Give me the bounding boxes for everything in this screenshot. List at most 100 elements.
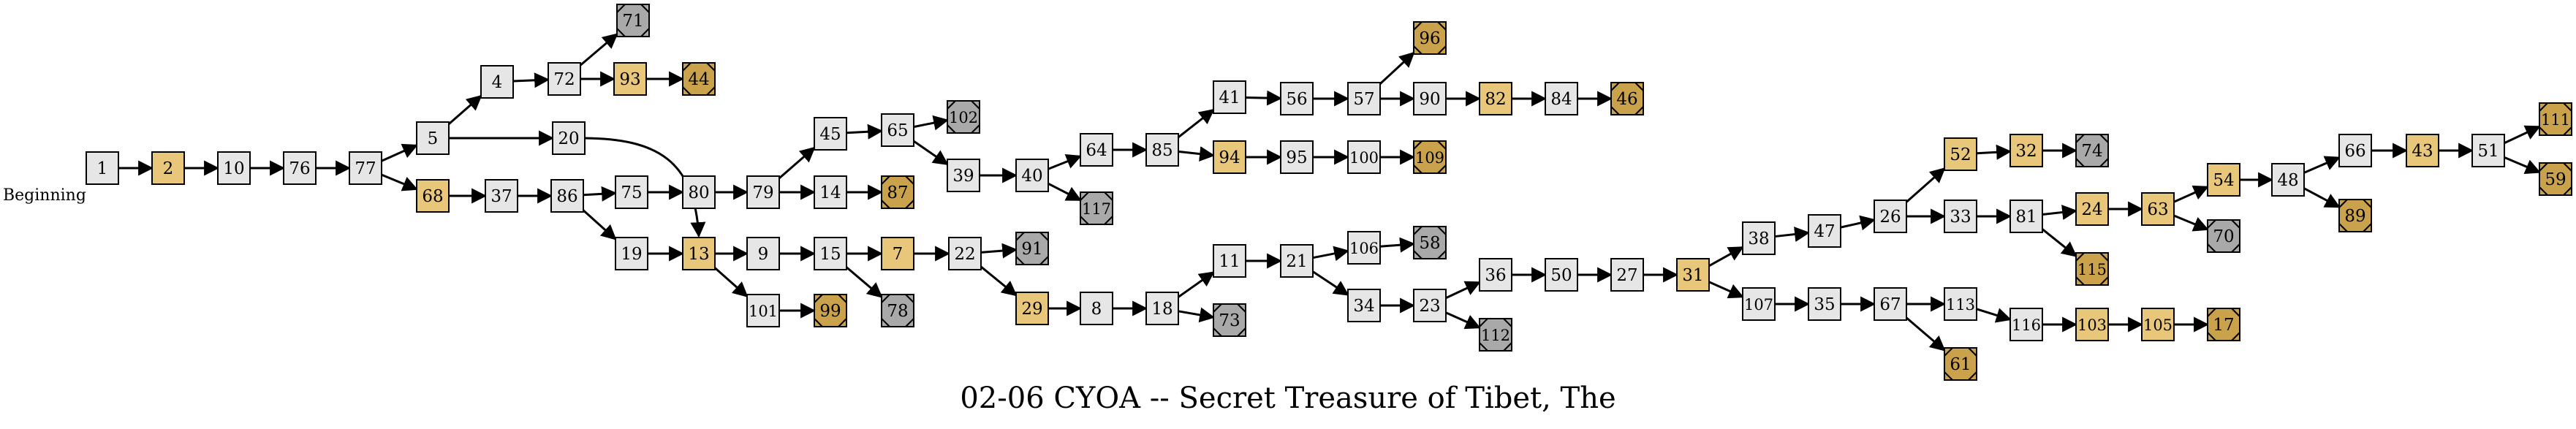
- node-116[interactable]: 116: [2009, 308, 2043, 341]
- node-117[interactable]: 117: [1080, 191, 1113, 225]
- node-75[interactable]: 75: [615, 175, 648, 209]
- node-47[interactable]: 47: [1808, 214, 1841, 248]
- node-80[interactable]: 80: [682, 175, 716, 209]
- node-100[interactable]: 100: [1347, 140, 1381, 174]
- node-107[interactable]: 107: [1742, 287, 1776, 321]
- node-70[interactable]: 70: [2207, 219, 2240, 253]
- node-74[interactable]: 74: [2075, 134, 2109, 167]
- node-32[interactable]: 32: [2009, 134, 2043, 167]
- node-66[interactable]: 66: [2338, 134, 2372, 167]
- node-2[interactable]: 2: [151, 151, 185, 185]
- node-73[interactable]: 73: [1213, 303, 1246, 337]
- node-109-corner-mark: [1413, 164, 1423, 174]
- node-65[interactable]: 65: [881, 113, 914, 147]
- node-9[interactable]: 9: [746, 237, 780, 270]
- node-105[interactable]: 105: [2141, 308, 2175, 341]
- node-39[interactable]: 39: [947, 159, 980, 192]
- node-85[interactable]: 85: [1145, 133, 1179, 167]
- node-41[interactable]: 41: [1213, 80, 1246, 114]
- node-63[interactable]: 63: [2141, 192, 2175, 226]
- node-43[interactable]: 43: [2406, 134, 2439, 167]
- node-27[interactable]: 27: [1610, 258, 1644, 292]
- node-18[interactable]: 18: [1145, 292, 1179, 325]
- node-40[interactable]: 40: [1015, 159, 1049, 192]
- node-59[interactable]: 59: [2539, 162, 2572, 196]
- node-99[interactable]: 99: [814, 294, 847, 327]
- node-24[interactable]: 24: [2075, 192, 2109, 226]
- node-31[interactable]: 31: [1676, 258, 1710, 292]
- node-23[interactable]: 23: [1413, 289, 1447, 322]
- node-94[interactable]: 94: [1213, 140, 1246, 174]
- node-96[interactable]: 96: [1413, 21, 1447, 55]
- node-11[interactable]: 11: [1213, 244, 1246, 278]
- node-50[interactable]: 50: [1545, 258, 1578, 292]
- node-29[interactable]: 29: [1015, 292, 1049, 325]
- node-14[interactable]: 14: [814, 175, 847, 209]
- node-71[interactable]: 71: [616, 4, 650, 37]
- node-57[interactable]: 57: [1347, 82, 1381, 115]
- node-68[interactable]: 68: [416, 179, 450, 213]
- node-103[interactable]: 103: [2075, 308, 2109, 341]
- node-106[interactable]: 106: [1347, 231, 1381, 265]
- node-1[interactable]: 1: [86, 151, 119, 185]
- node-89[interactable]: 89: [2338, 199, 2372, 232]
- node-19[interactable]: 19: [615, 237, 648, 270]
- node-91[interactable]: 91: [1015, 232, 1049, 265]
- node-77[interactable]: 77: [349, 151, 382, 185]
- node-58[interactable]: 58: [1413, 226, 1447, 259]
- node-87[interactable]: 87: [881, 175, 914, 209]
- node-115[interactable]: 115: [2075, 252, 2109, 286]
- node-79[interactable]: 79: [746, 175, 780, 209]
- node-64[interactable]: 64: [1080, 133, 1113, 167]
- node-72[interactable]: 72: [548, 62, 581, 96]
- node-15[interactable]: 15: [814, 237, 847, 270]
- node-52[interactable]: 52: [1944, 137, 1977, 171]
- node-38[interactable]: 38: [1742, 221, 1776, 255]
- node-95[interactable]: 95: [1280, 140, 1314, 174]
- node-51[interactable]: 51: [2471, 134, 2505, 167]
- node-26[interactable]: 26: [1874, 200, 1907, 233]
- node-111-box: [2539, 102, 2572, 136]
- node-48[interactable]: 48: [2271, 163, 2305, 197]
- node-35[interactable]: 35: [1808, 287, 1841, 321]
- node-21[interactable]: 21: [1280, 244, 1314, 278]
- node-61[interactable]: 61: [1944, 347, 1977, 381]
- node-17[interactable]: 17: [2207, 308, 2240, 341]
- node-10[interactable]: 10: [217, 151, 251, 185]
- node-7[interactable]: 7: [881, 237, 914, 270]
- node-101-label: 101: [749, 303, 778, 320]
- node-93[interactable]: 93: [613, 62, 647, 96]
- node-8[interactable]: 8: [1080, 292, 1113, 325]
- node-20[interactable]: 20: [552, 121, 586, 155]
- edge-81-to-115: [2042, 228, 2077, 257]
- node-86[interactable]: 86: [550, 179, 584, 213]
- node-109[interactable]: 109: [1413, 140, 1447, 174]
- node-56[interactable]: 56: [1280, 82, 1314, 115]
- node-111[interactable]: 111: [2539, 102, 2572, 136]
- node-102[interactable]: 102: [947, 100, 980, 134]
- node-22[interactable]: 22: [948, 237, 982, 270]
- node-5[interactable]: 5: [416, 121, 450, 155]
- node-99-corner-mark: [838, 318, 847, 327]
- node-90[interactable]: 90: [1413, 82, 1447, 115]
- node-82[interactable]: 82: [1479, 82, 1512, 115]
- node-46[interactable]: 46: [1610, 82, 1644, 115]
- node-4[interactable]: 4: [480, 65, 514, 99]
- node-37[interactable]: 37: [485, 179, 518, 213]
- node-113[interactable]: 113: [1944, 287, 1977, 321]
- node-101[interactable]: 101: [746, 294, 780, 327]
- node-112[interactable]: 112: [1479, 318, 1512, 352]
- node-36[interactable]: 36: [1479, 258, 1512, 292]
- node-45[interactable]: 45: [814, 117, 847, 151]
- node-76[interactable]: 76: [283, 151, 317, 185]
- node-78[interactable]: 78: [881, 294, 914, 327]
- node-61-box: [1944, 347, 1977, 381]
- node-81[interactable]: 81: [2009, 200, 2043, 233]
- node-34[interactable]: 34: [1347, 289, 1381, 322]
- node-13[interactable]: 13: [682, 237, 716, 270]
- node-54[interactable]: 54: [2207, 163, 2240, 197]
- node-33[interactable]: 33: [1944, 200, 1977, 233]
- node-44[interactable]: 44: [682, 62, 716, 96]
- node-84[interactable]: 84: [1545, 82, 1578, 115]
- node-67[interactable]: 67: [1874, 287, 1907, 321]
